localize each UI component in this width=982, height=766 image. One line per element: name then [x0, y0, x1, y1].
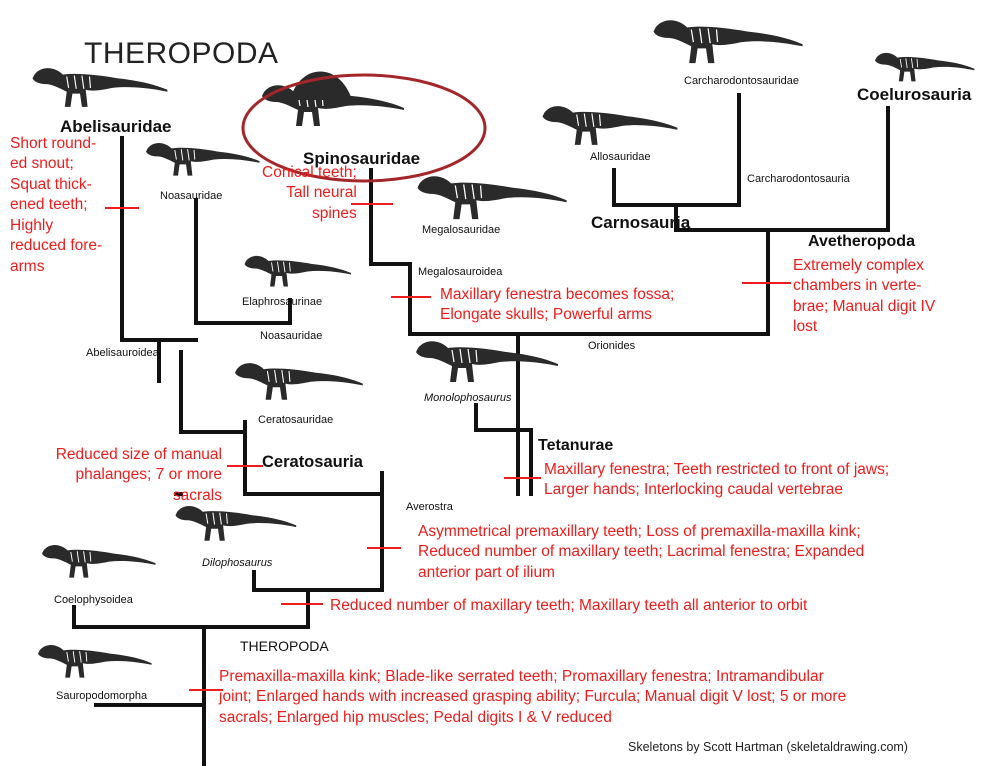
label-ceratosauria: Ceratosauria — [262, 453, 363, 471]
character-line: Premaxilla-maxilla kink; Blade-like serr… — [219, 668, 824, 685]
character-line: spines — [311, 204, 357, 222]
character-ticks — [105, 203, 791, 691]
label-carcharodontosauria: Carcharodontosauria — [747, 173, 850, 185]
dinosaur-skeleton-icon — [653, 20, 803, 64]
spinosaur-sail-icon — [290, 71, 352, 100]
characters-averostra: Asymmetrical premaxillary teeth; Loss of… — [418, 522, 864, 583]
label-ceratosauridae: Ceratosauridae — [258, 414, 334, 426]
character-line: lost — [793, 318, 818, 336]
label-noasauridae-tip: Noasauridae — [160, 190, 223, 202]
characters-megalosauroidea: Maxillary fenestra becomes fossa; Elonga… — [440, 285, 674, 326]
label-dilophosaurus: Dilophosaurus — [202, 557, 273, 569]
highlight-circle — [241, 73, 487, 183]
dinosaur-skeleton-icon — [42, 544, 156, 578]
dinosaur-skeleton-icon — [417, 176, 567, 220]
label-avetheropoda: Avetheropoda — [808, 233, 915, 250]
label-megalosauroidea: Megalosauroidea — [418, 266, 503, 278]
character-line: ed snout; — [10, 155, 74, 173]
character-line: sacrals; Enlarged hip muscles; Pedal dig… — [219, 708, 612, 726]
character-line: Short round- — [10, 135, 97, 152]
label-orionides: Orionides — [588, 340, 636, 352]
character-line: Squat thick- — [10, 175, 92, 193]
label-spinosauridae: Spinosauridae — [303, 149, 421, 168]
label-abelisauroidea: Abelisauroidea — [86, 347, 159, 359]
label-sauropodomorpha: Sauropodomorpha — [56, 690, 148, 702]
dinosaur-skeleton-icon — [175, 506, 297, 541]
label-theropoda-node: THEROPODA — [240, 638, 329, 654]
dinosaur-skeleton-icon — [875, 52, 975, 82]
character-line: Maxillary fenestra becomes fossa; — [440, 286, 675, 303]
dinosaur-skeleton-icon — [38, 644, 152, 678]
label-carcharodontosauridae: Carcharodontosauridae — [684, 75, 799, 87]
character-line: ened teeth; — [10, 196, 88, 214]
character-line: Maxillary fenestra; Teeth restricted to … — [544, 461, 890, 478]
characters-theropoda: Premaxilla-maxilla kink; Blade-like serr… — [219, 667, 846, 728]
character-line: Extremely complex — [793, 257, 924, 274]
characters-spinosauridae: Conical teeth; Tall neural spines — [262, 163, 357, 224]
character-line: arms — [10, 257, 45, 275]
dinosaur-skeleton-icon — [542, 106, 678, 145]
characters-ceratosauria: Reduced size of manual phalanges; 7 or m… — [24, 445, 222, 506]
characters-avetheropoda: Extremely complex chambers in verte- bra… — [793, 256, 935, 338]
page-title: THEROPODA — [84, 37, 279, 70]
character-line: phalanges; 7 or more — [75, 466, 222, 484]
label-noasauridae-node: Noasauridae — [260, 330, 323, 342]
character-line: Elongate skulls; Powerful arms — [440, 306, 652, 324]
dinosaur-skeleton-icon — [244, 255, 351, 287]
characters-tetanurae: Maxillary fenestra; Teeth restricted to … — [544, 460, 889, 501]
character-line: Reduced number of maxillary teeth; Maxil… — [330, 597, 808, 614]
dinosaur-skeleton-icon — [235, 363, 363, 400]
label-monolophosaurus: Monolophosaurus — [424, 392, 512, 404]
character-line: Reduced size of manual — [55, 446, 222, 463]
label-allosauridae: Allosauridae — [590, 151, 651, 163]
character-line: sacrals — [172, 486, 222, 504]
character-line: reduced fore- — [10, 237, 103, 255]
character-line: joint; Enlarged hands with increased gra… — [219, 688, 847, 706]
label-averostra: Averostra — [406, 501, 453, 513]
label-megalosauridae: Megalosauridae — [422, 224, 501, 236]
label-coelurosauria: Coelurosauria — [857, 85, 972, 104]
characters-dilophosaurus-node: Reduced number of maxillary teeth; Maxil… — [330, 596, 807, 616]
tree-branches — [72, 93, 890, 766]
label-coelophysoidea: Coelophysoidea — [54, 594, 133, 606]
character-line: anterior part of ilium — [418, 563, 555, 581]
dinosaur-skeleton-icon — [416, 341, 558, 382]
character-line: brae; Manual digit IV — [793, 297, 936, 315]
character-line: Conical teeth; — [262, 164, 357, 181]
skeleton-silhouettes — [32, 20, 975, 678]
character-line: Reduced number of maxillary teeth; Lacri… — [418, 543, 865, 561]
character-line: chambers in verte- — [793, 277, 922, 295]
label-tetanurae: Tetanurae — [538, 437, 614, 454]
label-carnosauria: Carnosauria — [591, 213, 691, 232]
label-abelisauridae: Abelisauridae — [60, 117, 172, 136]
label-elaphrosaurinae: Elaphrosaurinae — [242, 296, 323, 308]
credit-text: Skeletons by Scott Hartman (skeletaldraw… — [628, 740, 908, 754]
character-line: Highly — [10, 216, 54, 234]
dinosaur-skeleton-icon — [32, 68, 168, 107]
characters-abelisauridae: Short round- ed snout; Squat thick- ened… — [10, 134, 102, 277]
dinosaur-skeleton-icon — [146, 142, 260, 176]
character-line: Tall neural — [286, 184, 357, 202]
character-line: Larger hands; Interlocking caudal verteb… — [544, 481, 843, 499]
character-line: Asymmetrical premaxillary teeth; Loss of… — [418, 523, 861, 540]
